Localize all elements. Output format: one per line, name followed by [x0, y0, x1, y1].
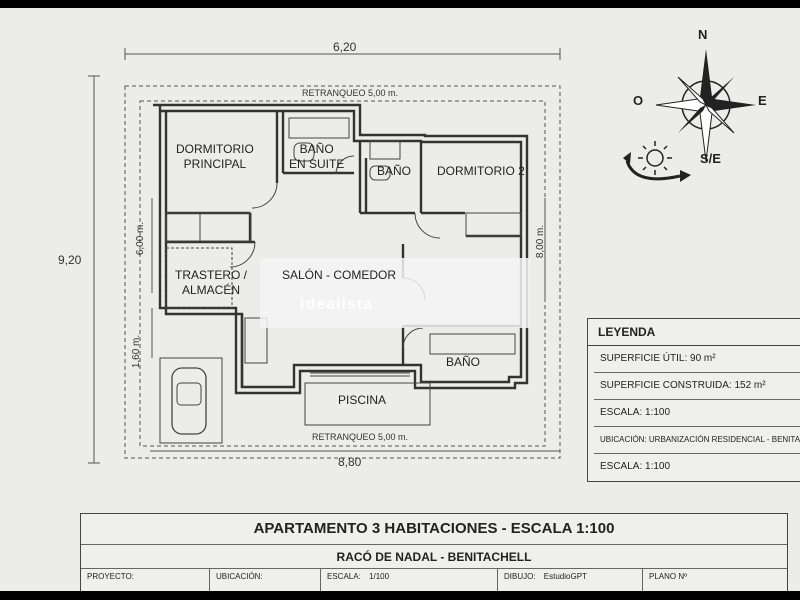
drawing-subtitle: RACÓ DE NADAL - BENITACHELL	[81, 544, 787, 569]
compass-southeast: S/E	[700, 151, 721, 166]
field-escala-label: ESCALA:	[327, 572, 361, 581]
room-storage: TRASTERO / ALMACÉN	[175, 268, 248, 297]
left-height-dim: 9,20	[58, 253, 82, 267]
room-bath-2: BAÑO	[446, 355, 481, 369]
blueprint-sheet: 6,20 9,20 8,80 RETRANQUEO 5,00 m. RETRAN…	[0, 8, 800, 591]
legend-item: ESCALA: 1:100	[594, 400, 800, 427]
right-inner-dim: 8,00 m.	[535, 224, 547, 259]
room-living: SALÓN - COMEDOR	[282, 268, 397, 282]
field-escala: ESCALA: 1/100	[321, 569, 498, 591]
room-master-bedroom: DORMITORIO PRINCIPAL	[176, 142, 254, 171]
legend-item: UBICACIÓN: URBANIZACIÓN RESIDENCIAL - BE…	[594, 427, 800, 454]
left-inner-dim: 6,00 m.	[135, 221, 147, 256]
room-ensuite-bath: BAÑO EN SUITE	[289, 142, 345, 171]
legend-item: ESCALA: 1:100	[600, 461, 671, 472]
field-ubicacion: UBICACIÓN:	[210, 569, 321, 591]
field-plano: PLANO Nº	[649, 572, 688, 581]
title-block: APARTAMENTO 3 HABITACIONES - ESCALA 1:10…	[80, 513, 788, 591]
legend-item: SUPERFICIE CONSTRUIDA: 152 m²	[594, 373, 800, 400]
room-bedroom-2: DORMITORIO 2	[437, 164, 525, 178]
field-dibujo-label: DIBUJO:	[504, 572, 536, 581]
legend-box: LEYENDA SUPERFICIE ÚTIL: 90 m² SUPERFICI…	[587, 318, 800, 482]
compass-north: N	[698, 27, 708, 42]
legend-item: SUPERFICIE ÚTIL: 90 m²	[594, 346, 800, 373]
legend-title: LEYENDA	[588, 319, 800, 346]
field-dibujo-value: EstudioGPT	[543, 572, 587, 581]
watermark: idealista	[300, 296, 374, 313]
bottom-width-dim: 8,80	[338, 455, 362, 469]
room-bath-1: BAÑO	[377, 164, 412, 178]
compass-east: E	[758, 93, 767, 108]
drawing-title: APARTAMENTO 3 HABITACIONES - ESCALA 1:10…	[253, 520, 615, 537]
field-proyecto: PROYECTO:	[81, 569, 210, 591]
title-block-fields: PROYECTO: UBICACIÓN: ESCALA: 1/100 DIBUJ…	[81, 568, 787, 591]
field-dibujo: DIBUJO: EstudioGPT	[498, 569, 643, 591]
setback-top: RETRANQUEO 5,00 m.	[302, 88, 399, 98]
top-width-dim: 6,20	[333, 40, 357, 54]
floor-plan	[88, 48, 756, 464]
left-lower-dim: 1,60 m.	[131, 334, 143, 369]
field-escala-value: 1/100	[369, 572, 390, 581]
compass-rose	[655, 49, 756, 162]
sun-icon	[623, 141, 691, 182]
compass-west: O	[633, 93, 644, 108]
setback-bottom: RETRANQUEO 5,00 m.	[312, 432, 409, 442]
room-pool: PISCINA	[338, 393, 387, 407]
